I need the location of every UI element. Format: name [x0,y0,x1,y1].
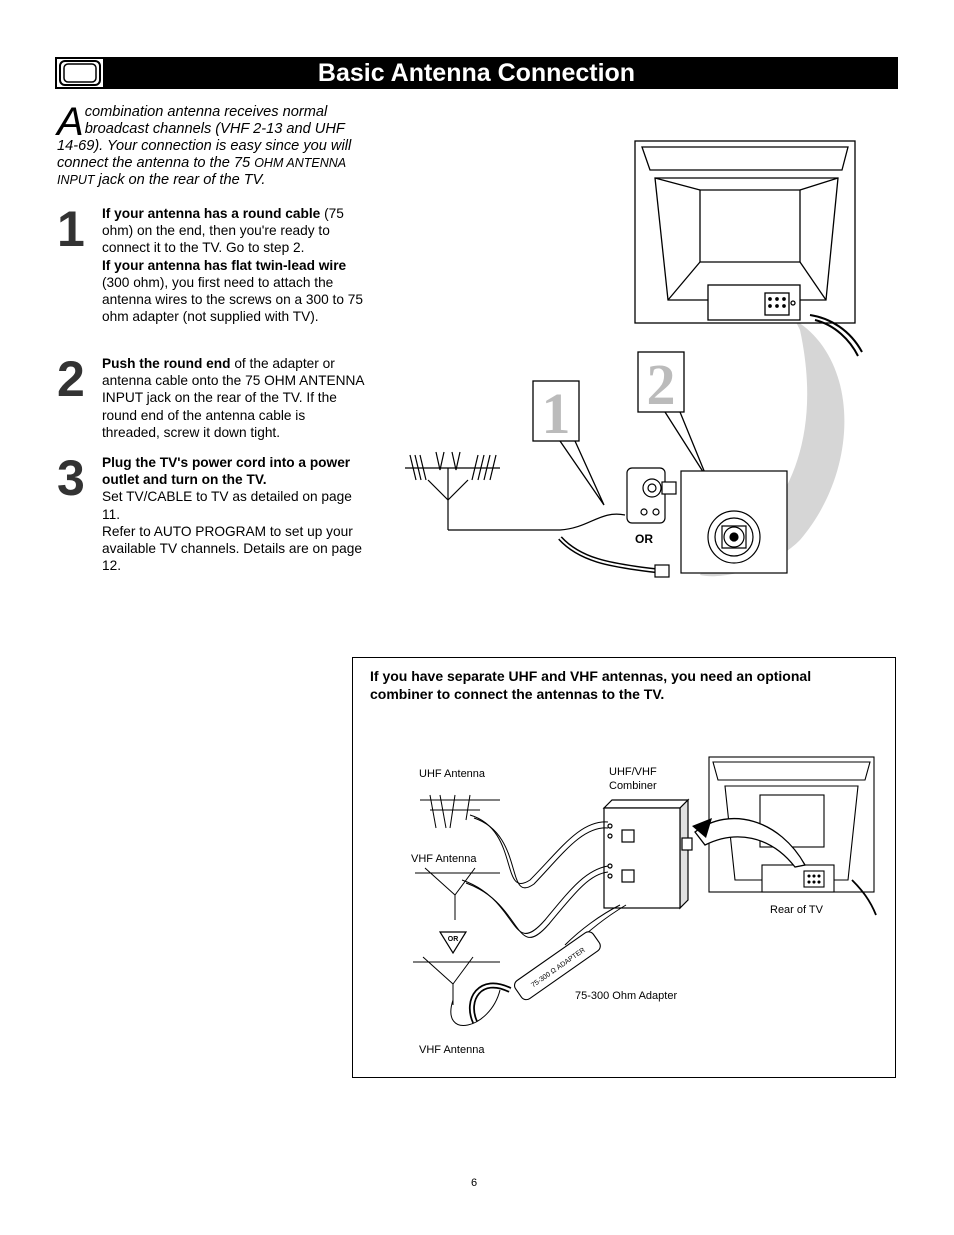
uhf-antenna-label: UHF Antenna [419,768,486,780]
intro-dropcap: A [57,100,84,144]
combiner-box [352,657,896,1078]
vhf-antenna-label-1: VHF Antenna [411,853,477,865]
antenna-jack-closeup [680,470,788,574]
combiner-heading: If you have separate UHF and VHF antenna… [370,668,812,702]
page-number: 6 [471,1177,478,1189]
step-1-number: 1 [57,201,85,257]
step-3-line-2: Refer to AUTO PROGRAM to set up your ava… [102,523,362,574]
step-2-number: 2 [57,351,85,407]
tv-rear-illustration [634,140,863,357]
callout-1-number: 1 [542,381,571,446]
step-2-text-1: of the adapter or antenna cable onto the… [102,356,364,440]
vhf-antenna-label-2: VHF Antenna [419,1044,485,1056]
zoom-sweep [700,320,845,577]
title-bar: Basic Antenna Connection [55,57,898,89]
step-3-bold-1: Plug the TV's power cord into a power ou… [102,455,351,488]
rear-of-tv-label: Rear of TV [770,904,823,916]
step-3-line-1: Set TV/CABLE to TV as detailed on page 1… [102,489,352,522]
antenna-icon [405,451,626,531]
combiner-label-line-1: UHF/VHF [609,766,657,778]
step-1-text-2: (300 ohm), you first need to attach the … [102,274,363,325]
intro-text-after: jack on the rear of the TV. [94,172,266,188]
callout-2-number: 2 [647,352,676,417]
callout-2: 2 [637,351,708,479]
step-1-bold-2: If your antenna has flat twin-lead wire [102,257,347,273]
or-label: OR [635,532,653,546]
step-3-text: Plug the TV's power cord into a power ou… [102,454,366,574]
step-3-number: 3 [57,450,85,506]
combiner-label-line-2: Combiner [609,779,657,792]
callout-1: 1 [532,380,605,506]
intro-small-caps: OHM ANTENNA INPUT [57,156,346,187]
step-1-bold-1: If your antenna has a round cable [102,206,321,221]
tv-icon [57,59,103,87]
step-2-text: Push the round end of the adapter or ant… [102,355,366,441]
step-2-bold-1: Push the round end [102,356,231,371]
step-1-text: If your antenna has a round cable (75 oh… [102,205,366,325]
coax-cable-icon [558,536,670,578]
antenna-connection-illustration: 1 2 OR [405,140,863,578]
page-title: Basic Antenna Connection [317,59,636,87]
intro-text-before: combination antenna receives normal broa… [57,104,352,171]
adapter-icon [626,467,677,524]
step-1-text-1: (75 ohm) on the end, then you're ready t… [102,206,344,256]
adapter-label: 75-300 Ohm Adapter [575,990,678,1002]
